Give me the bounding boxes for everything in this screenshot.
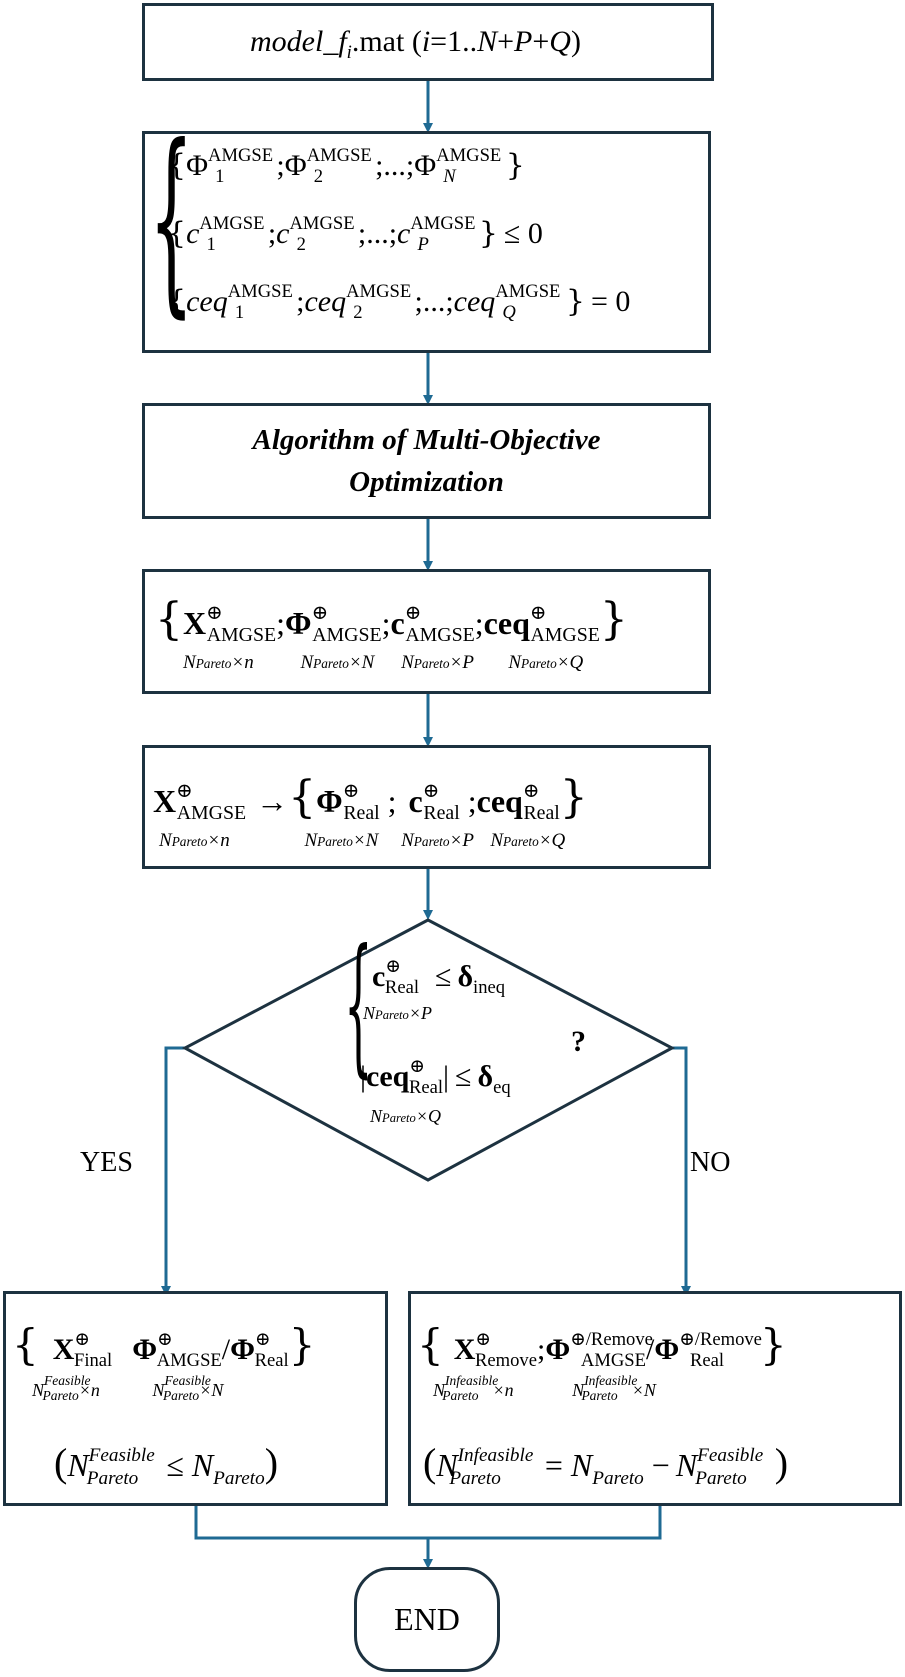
decision-eq-dims: NPareto×Q [370, 1106, 441, 1126]
model-file-box: model_fi.mat (i=1..N+P+Q) [142, 3, 714, 81]
decision-question-mark: ? [571, 1025, 586, 1058]
model-i: i [421, 25, 431, 58]
decision-ineq-condition: c⊕Real≤δineq [372, 956, 506, 998]
feasible-count-relation: (NFeasiblePareto≤NPareto) [54, 1440, 279, 1489]
pareto-surrogate-formula: {X⊕AMGSE;Φ⊕AMGSE;c⊕AMGSE;ceq⊕AMGSE} [155, 594, 628, 646]
algorithm-box: Algorithm of Multi-Objective Optimizatio… [142, 403, 711, 519]
no-label: NO [690, 1147, 731, 1178]
surrogate-set-box: { {ΦAMGSE1;ΦAMGSE2;...;ΦAMGSEN} {cAMGSE1… [142, 120, 711, 353]
yes-label: YES [80, 1147, 133, 1178]
model-prefix: model_ [250, 25, 339, 58]
model-range: =1.. [430, 25, 478, 58]
end-terminal: END [354, 1567, 500, 1672]
model-P: P [514, 25, 533, 58]
arrow-yes-branch [161, 1046, 185, 1296]
model-plus-2: + [532, 25, 550, 58]
equality-set: {ceqAMGSE1;ceqAMGSE2;...;ceqAMGSEQ}= 0 [167, 281, 631, 323]
infeasible-count-relation: (NInfeasiblePareto=NPareto−NFeasiblePare… [423, 1440, 789, 1489]
model-f-sub: i [346, 41, 352, 63]
algorithm-line-1: Algorithm of Multi-Objective [252, 424, 601, 456]
model-N: N [477, 25, 498, 58]
model-close: ) [570, 25, 581, 58]
infeasible-result-box: {X⊕Remove;Φ⊕/RemoveAMGSE/Φ⊕/RemoveReal} … [408, 1291, 902, 1506]
pareto-surrogate-dims: NPareto×n NPareto×N NPareto×P NPareto×Q [183, 652, 584, 673]
real-evaluation-dims: NPareto×n NPareto×N NPareto×P NPareto×Q [159, 830, 566, 851]
real-evaluation-box: X⊕AMGSE→{Φ⊕Real;c⊕Real;ceq⊕Real} NPareto… [142, 745, 711, 869]
decision-diamond [181, 918, 676, 1182]
model-file-label: model_fi.mat (i=1..N+P+Q) [250, 25, 581, 63]
model-plus-1: + [497, 25, 515, 58]
feasible-result-dims: NFeasiblePareto×n NFeasiblePareto×N [32, 1373, 224, 1404]
decision-eq-condition: |ceq⊕Real|≤δeq [360, 1056, 511, 1098]
objective-set: {ΦAMGSE1;ΦAMGSE2;...;ΦAMGSEN} [167, 145, 525, 187]
algorithm-line-2: Optimization [349, 466, 504, 498]
infeasible-result-formula: {X⊕Remove;Φ⊕/RemoveAMGSE/Φ⊕/RemoveReal} [417, 1320, 787, 1371]
end-label: END [394, 1601, 460, 1637]
merge-line [194, 1505, 662, 1540]
inequality-set: {cAMGSE1;cAMGSE2;...;cAMGSEP}≤ 0 [167, 213, 543, 255]
infeasible-result-dims: NInfeasiblePareto×n NInfeasiblePareto×N [433, 1373, 656, 1404]
decision-brace: { [344, 918, 373, 1092]
outer-brace: { [149, 103, 194, 336]
pareto-surrogate-box: {X⊕AMGSE;Φ⊕AMGSE;c⊕AMGSE;ceq⊕AMGSE} NPar… [142, 569, 711, 694]
model-Q: Q [549, 25, 571, 58]
model-f: f [338, 25, 347, 58]
real-evaluation-formula: X⊕AMGSE→{Φ⊕Real;c⊕Real;ceq⊕Real} [153, 772, 588, 824]
arrow-no-branch [672, 1046, 691, 1296]
decision-ineq-dims: NPareto×P [363, 1003, 432, 1023]
model-mat: .mat ( [351, 25, 422, 58]
